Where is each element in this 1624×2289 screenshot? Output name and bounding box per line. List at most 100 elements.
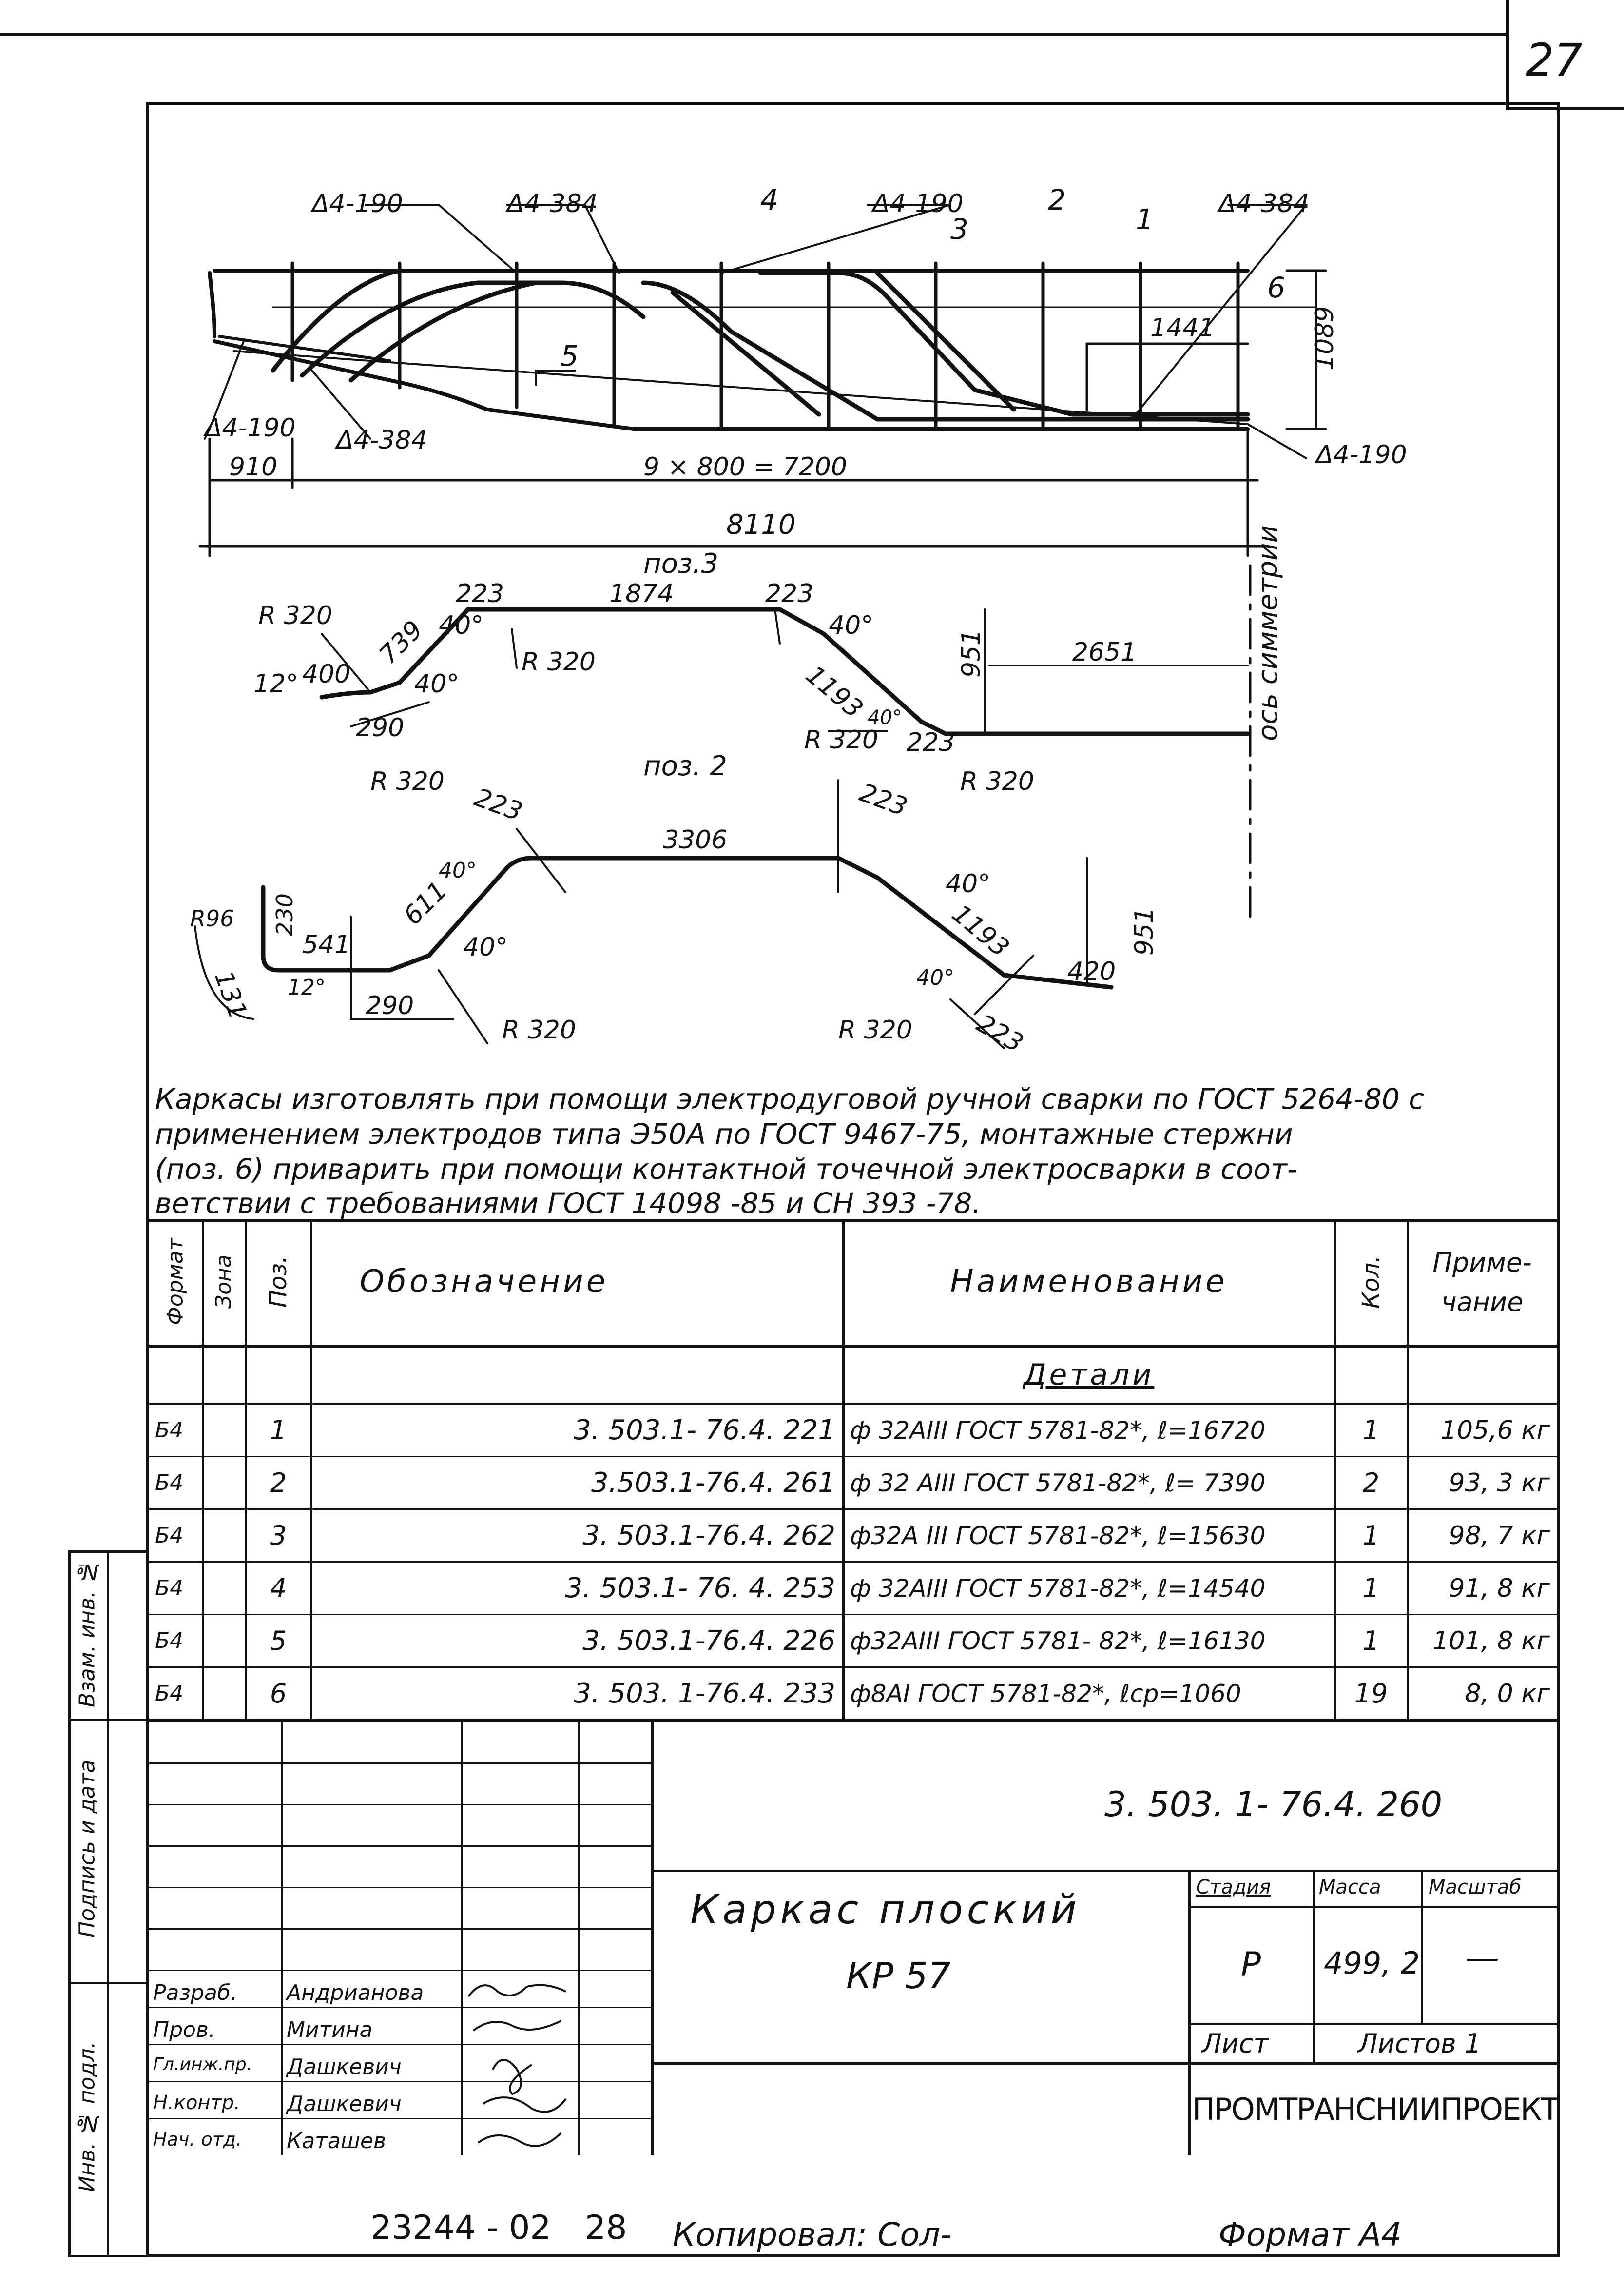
header-qty: Кол. xyxy=(1357,1255,1385,1309)
header-designation: Обозначение xyxy=(360,1264,609,1300)
row-note: 91, 8 кг xyxy=(1449,1573,1550,1603)
doc-code: 3. 503. 1- 76.4. 260 xyxy=(1104,1784,1443,1824)
dim-9x800: 9 × 800 = 7200 xyxy=(643,452,847,482)
side-stamp xyxy=(68,1550,149,2257)
weld-leaders xyxy=(204,204,1309,459)
table-row: Б4 4 3. 503.1- 76. 4. 253 ф 32АIII ГОСТ … xyxy=(149,1563,1557,1614)
table-row: Б4 6 3. 503. 1-76.4. 233 ф8АI ГОСТ 5781-… xyxy=(149,1668,1557,1719)
callout-number: 3 xyxy=(950,213,968,246)
table-row: Б4 3 3. 503.1-76.4. 262 ф32А III ГОСТ 57… xyxy=(149,1510,1557,1561)
table-row: Б4 2 3.503.1-76.4. 261 ф 32 АIII ГОСТ 57… xyxy=(149,1457,1557,1508)
row-format: Б4 xyxy=(155,1576,184,1601)
row-note: 101, 8 кг xyxy=(1432,1626,1550,1656)
row-qty: 1 xyxy=(1362,1625,1380,1656)
poz2-label: 40° xyxy=(946,869,990,899)
poz2-label: 1193 xyxy=(947,899,1015,963)
callout-number: 2 xyxy=(1048,183,1066,216)
stage-value: Р xyxy=(1241,1945,1261,1984)
dim-1441: 1441 xyxy=(1150,313,1215,343)
vertical-stirrups xyxy=(290,261,1240,431)
poz3-label: 12° xyxy=(253,669,298,699)
dim-910: 910 xyxy=(229,452,277,482)
row-pos: 3 xyxy=(270,1520,287,1551)
staff-role: Нач. отд. xyxy=(153,2129,242,2150)
poz3-label: R 320 xyxy=(258,601,332,630)
weld-mark: Δ4-190 xyxy=(1314,440,1407,470)
sheets-label: Листов 1 xyxy=(1358,2028,1482,2059)
cage-elevation xyxy=(208,269,1250,431)
staff-name: Дашкевич xyxy=(287,2054,402,2079)
row-designation: 3. 503.1-76.4. 262 xyxy=(582,1520,835,1551)
table-row: Б4 1 3. 503.1- 76.4. 221 ф 32АIII ГОСТ 5… xyxy=(149,1405,1557,1456)
poz3-label: 223 xyxy=(456,579,504,608)
poz2-title: поз. 2 xyxy=(643,750,727,782)
row-name: ф32АIII ГОСТ 5781- 82*, ℓ=16130 xyxy=(850,1626,1266,1655)
callout-number: 4 xyxy=(760,183,778,216)
dim-8110: 8110 xyxy=(726,509,796,541)
note-line: Каркасы изготовлять при помощи электроду… xyxy=(155,1082,1425,1115)
row-pos: 4 xyxy=(270,1573,287,1604)
header-pos: Поз. xyxy=(265,1255,292,1308)
poz2-label: R 320 xyxy=(502,1016,576,1045)
poz3-label: 40° xyxy=(868,706,902,729)
weld-mark: Δ4-190 xyxy=(203,413,296,443)
weld-mark: Δ4-190 xyxy=(870,189,964,218)
poz3-label: 951 xyxy=(957,629,986,678)
poz2-label: R96 xyxy=(190,905,234,932)
main-frame xyxy=(146,102,1560,2257)
row-name: ф 32АIII ГОСТ 5781-82*, ℓ=14540 xyxy=(850,1574,1266,1603)
note-line: (поз. 6) приварить при помощи контактной… xyxy=(155,1153,1297,1186)
staff-role: Н.контр. xyxy=(153,2092,240,2114)
row-designation: 3. 503.1-76.4. 226 xyxy=(582,1625,835,1657)
weld-mark: Δ4-190 xyxy=(310,189,403,218)
side-stamp-signature: Подпись и дата xyxy=(75,1760,100,1938)
poz2-label: R 320 xyxy=(960,767,1034,796)
poz2-label: R 320 xyxy=(370,767,445,796)
row-format: Б4 xyxy=(155,1418,184,1443)
title-block: 3. 503. 1- 76.4. 260 Каркас плоский КР 5… xyxy=(149,1721,1559,2257)
section-title: Детали xyxy=(1023,1358,1155,1392)
title-line1: Каркас плоский xyxy=(690,1887,1081,1933)
poz3-label: 40° xyxy=(439,611,483,640)
row-note: 8, 0 кг xyxy=(1465,1679,1550,1708)
poz2-label: 40° xyxy=(439,858,477,883)
stage-label: Стадия xyxy=(1196,1876,1271,1898)
row-note: 105,6 кг xyxy=(1440,1415,1550,1445)
scale-value: — xyxy=(1465,1938,1499,1978)
header-zone: Зона xyxy=(211,1254,236,1309)
poz2-label: 223 xyxy=(856,778,911,822)
poz3-label: 1874 xyxy=(609,579,674,608)
poz3-label: 40° xyxy=(829,611,873,640)
poz3-title: поз.3 xyxy=(643,548,718,580)
poz3-label: 40° xyxy=(414,669,459,699)
side-stamp-replace-inv: Взам. инв. № xyxy=(75,1559,100,1707)
row-name: ф 32 АIII ГОСТ 5781-82*, ℓ= 7390 xyxy=(850,1468,1266,1497)
weld-mark: Δ4-384 xyxy=(1217,189,1310,218)
diagonal-bars xyxy=(271,268,1250,422)
callout-number: 5 xyxy=(561,339,579,372)
footer-sheet: 28 xyxy=(585,2209,627,2247)
poz2-label: 230 xyxy=(271,893,298,936)
row-designation: 3. 503.1- 76.4. 221 xyxy=(574,1414,835,1446)
page-number: 27 xyxy=(1526,34,1583,86)
poz2-label: R 320 xyxy=(838,1016,912,1045)
row-pos: 6 xyxy=(270,1678,287,1709)
row-format: Б4 xyxy=(155,1470,184,1495)
footer-number: 23244 - 02 xyxy=(370,2209,551,2247)
poz3-label: 400 xyxy=(302,660,350,689)
poz2-label: 541 xyxy=(302,930,350,959)
row-pos: 1 xyxy=(270,1415,287,1446)
row-name: ф32А III ГОСТ 5781-82*, ℓ=15630 xyxy=(850,1521,1266,1550)
row-designation: 3. 503. 1-76.4. 233 xyxy=(574,1678,835,1709)
poz3-label: 223 xyxy=(765,579,813,608)
reinforcement-drawing: Δ4-190 Δ4-384 Δ4-190 Δ4-384 Δ4-190 Δ4-38… xyxy=(190,183,1407,1058)
header-name: Наименование xyxy=(950,1264,1228,1300)
poz3-dims xyxy=(321,608,1249,735)
row-name: ф 32АIII ГОСТ 5781-82*, ℓ=16720 xyxy=(850,1416,1266,1445)
footer-format: Формат А4 xyxy=(1218,2216,1402,2253)
row-qty: 1 xyxy=(1362,1415,1380,1446)
signatures xyxy=(467,1984,567,2147)
staff-name: Андрианова xyxy=(287,1980,424,2005)
dim-1089: 1089 xyxy=(1310,306,1339,371)
callout-number: 1 xyxy=(1136,203,1154,236)
